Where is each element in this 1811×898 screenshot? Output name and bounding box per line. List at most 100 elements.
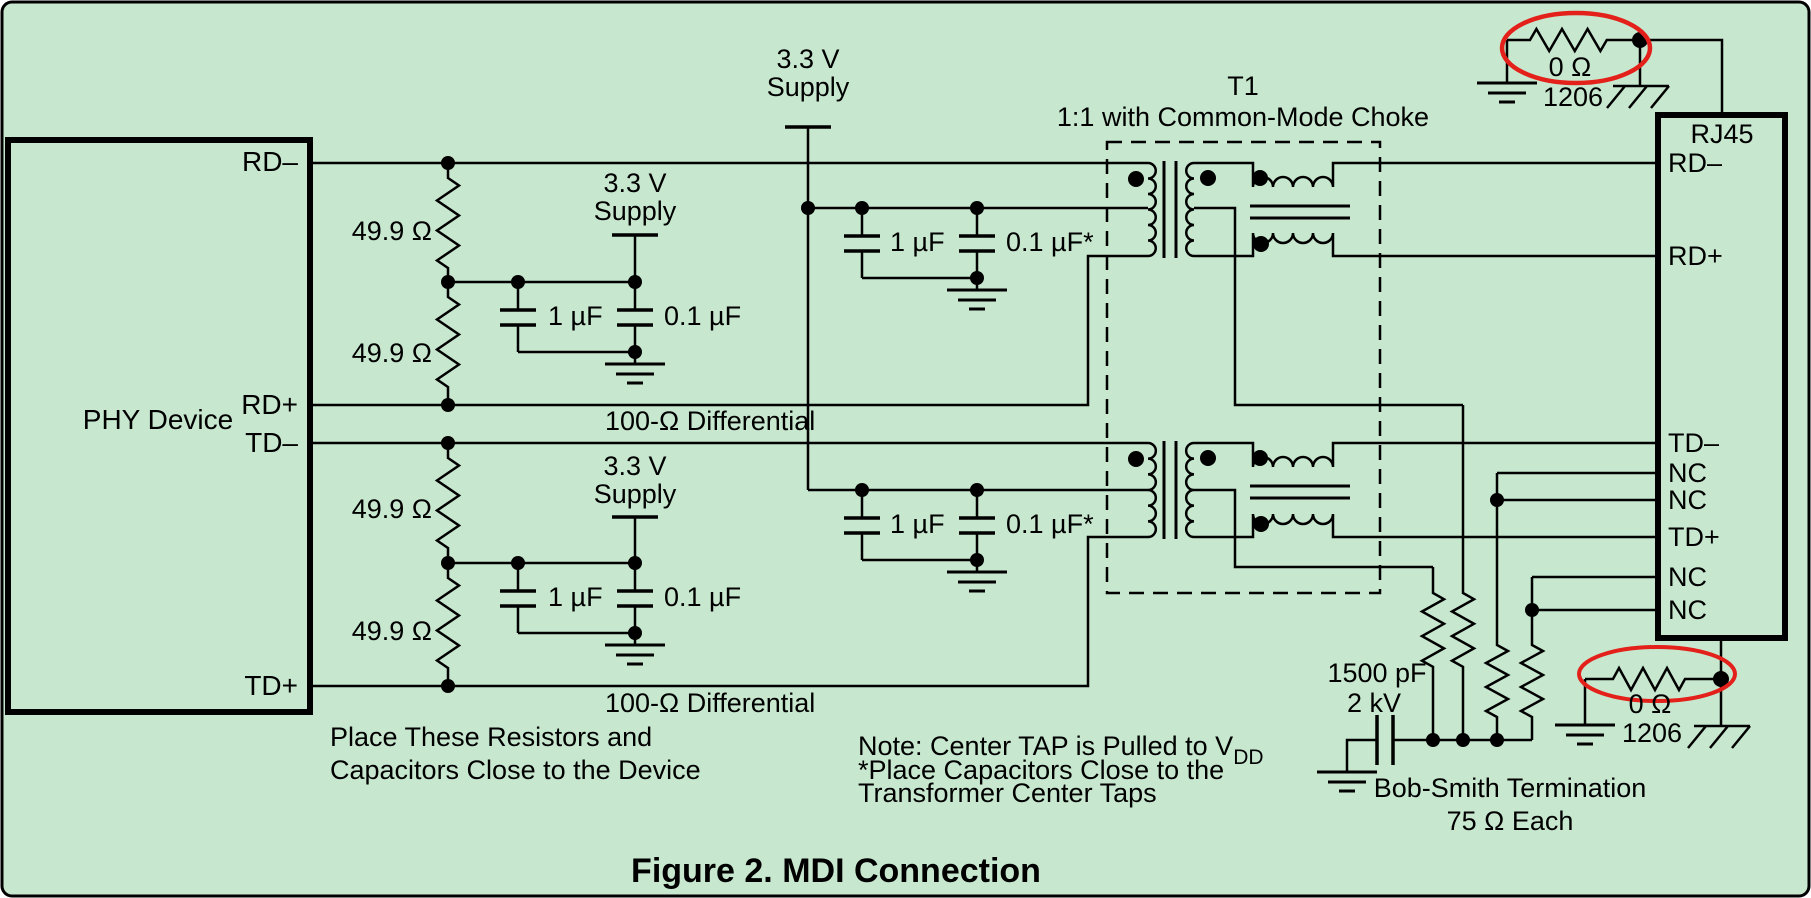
zero-ohm-top-earth-ground (1477, 81, 1537, 104)
td-cap1-plates (500, 589, 536, 608)
bob-smith-resistor-1 (1419, 567, 1447, 740)
zero-ohm-bottom-package: 1206 (1622, 718, 1682, 748)
zero-ohm-bottom-chassis-ground (1687, 724, 1751, 749)
supply-label-center-2: Supply (767, 72, 850, 102)
phy-device-box (5, 137, 313, 715)
placement-note-line1: Place These Resistors and (330, 722, 652, 752)
esd-cap-rating: 2 kV (1347, 688, 1401, 718)
zero-ohm-top-chassis-ground (1606, 84, 1670, 109)
supply-label-center-1: 3.3 V (776, 44, 839, 74)
rd-ct-ground-symbol (947, 288, 1007, 311)
cap-label-rd-01uf: 0.1 µF (664, 301, 741, 331)
polarity-dots (1128, 170, 1269, 532)
note-line2: *Place Capacitors Close to the (858, 755, 1224, 785)
lower-centertap-to-termination (1194, 488, 1433, 569)
lower-choke-core (1250, 484, 1350, 500)
nc-pair-upper-wires (1497, 471, 1658, 502)
td-ct-ground-symbol (947, 570, 1007, 593)
resistor-value-td-1: 49.9 Ω (352, 494, 432, 524)
supply-label-td-1: 3.3 V (603, 451, 666, 481)
figure-title: Figure 2. MDI Connection (631, 852, 1041, 890)
ct-cap-label-td-01uf: 0.1 µF* (1006, 509, 1094, 539)
rj45-label: RJ45 (1690, 119, 1753, 149)
supply-label-rd-1: 3.3 V (603, 168, 666, 198)
placement-note-line2: Capacitors Close to the Device (330, 755, 701, 785)
nc-pair-lower-wires (1532, 575, 1658, 612)
phy-pin-rd-plus: RD+ (241, 389, 298, 420)
rd-ct-cap1-plates (844, 234, 880, 253)
zero-ohm-top-to-rj45 (1640, 38, 1724, 115)
rj45-pin-td-plus: TD+ (1668, 522, 1720, 552)
zero-ohm-bottom-resistor (1585, 665, 1721, 693)
highlight-ellipse-bottom (1577, 645, 1737, 703)
diff-label-rd: 100-Ω Differential (605, 406, 815, 436)
rd-resistor-lower (434, 282, 462, 405)
rd-ground-symbol (605, 362, 665, 385)
rj45-box (1655, 112, 1788, 641)
resistor-value-rd-1: 49.9 Ω (352, 216, 432, 246)
note-line1: Note: Center TAP is Pulled to VDD (858, 731, 1264, 769)
rj45-pin-rd-minus: RD– (1668, 148, 1722, 178)
bob-smith-label-1: Bob-Smith Termination (1374, 773, 1647, 803)
supply-label-td-2: Supply (594, 479, 677, 509)
zero-ohm-top-package: 1206 (1543, 82, 1603, 112)
esd-cap-wire (1345, 738, 1377, 772)
transformer-designator: T1 (1227, 71, 1259, 101)
upper-transformer-core (1162, 161, 1178, 258)
bob-smith-resistor-2 (1449, 405, 1477, 740)
lower-transformer-core (1162, 441, 1178, 539)
rj45-pin-nc-4: NC (1668, 595, 1707, 625)
zero-ohm-bottom-earth-ground (1555, 723, 1615, 746)
phy-pin-rd-minus: RD– (242, 146, 298, 177)
cap-label-td-1uf: 1 µF (548, 582, 603, 612)
note-line3: Transformer Center Taps (858, 778, 1157, 808)
esd-cap-value: 1500 pF (1327, 658, 1426, 688)
zero-ohm-top-value: 0 Ω (1549, 52, 1592, 82)
phy-pin-td-plus: TD+ (244, 670, 298, 701)
resistor-value-td-2: 49.9 Ω (352, 616, 432, 646)
phy-device-label: PHY Device (83, 404, 233, 435)
td-cap2-plates (617, 589, 653, 608)
ct-cap-label-rd-1uf: 1 µF (890, 227, 945, 257)
cap-label-rd-1uf: 1 µF (548, 301, 603, 331)
upper-secondary-winding (1185, 161, 1195, 258)
upper-centertap-to-termination (1194, 206, 1463, 407)
phy-pin-td-minus: TD– (245, 427, 298, 458)
highlight-ellipse-top (1499, 10, 1653, 86)
bob-smith-label-2: 75 Ω Each (1447, 806, 1574, 836)
td-plus-wire (310, 535, 1148, 688)
upper-primary-winding (1147, 161, 1157, 258)
junction-dots (441, 32, 1729, 747)
transformer-subtitle: 1:1 with Common-Mode Choke (1057, 102, 1429, 132)
rj45-pin-td-minus: TD– (1668, 428, 1719, 458)
bob-smith-resistor-4 (1518, 577, 1546, 740)
upper-choke-core (1250, 204, 1350, 220)
rj45-pin-rd-plus: RD+ (1668, 241, 1723, 271)
rj45-pin-nc-2: NC (1668, 485, 1707, 515)
cap-label-td-01uf: 0.1 µF (664, 582, 741, 612)
ct-cap-label-rd-01uf: 0.1 µF* (1006, 227, 1094, 257)
td-ground-symbol (605, 643, 665, 666)
lower-primary-winding (1147, 441, 1158, 539)
zero-ohm-top-resistor (1507, 26, 1640, 54)
diff-label-td: 100-Ω Differential (605, 688, 815, 718)
bob-smith-resistor-3 (1483, 473, 1511, 740)
resistor-value-rd-2: 49.9 Ω (352, 338, 432, 368)
rd-resistor-upper (434, 163, 462, 282)
supply-label-rd-2: Supply (594, 196, 677, 226)
rd-cap2-plates (617, 308, 653, 327)
esd-cap-ground-symbol (1317, 770, 1377, 793)
rd-plus-wire (310, 254, 1148, 407)
td-ct-cap1-plates (844, 516, 880, 535)
td-ct-cap2-plates (959, 516, 995, 535)
rj45-pin-nc-1: NC (1668, 458, 1707, 488)
td-resistor-upper (434, 443, 462, 563)
rd-ct-cap2-plates (959, 234, 995, 253)
zero-ohm-bottom-value: 0 Ω (1629, 689, 1672, 719)
ct-cap-label-td-1uf: 1 µF (890, 509, 945, 539)
rd-cap1-plates (500, 308, 536, 327)
rj45-pin-nc-3: NC (1668, 562, 1707, 592)
